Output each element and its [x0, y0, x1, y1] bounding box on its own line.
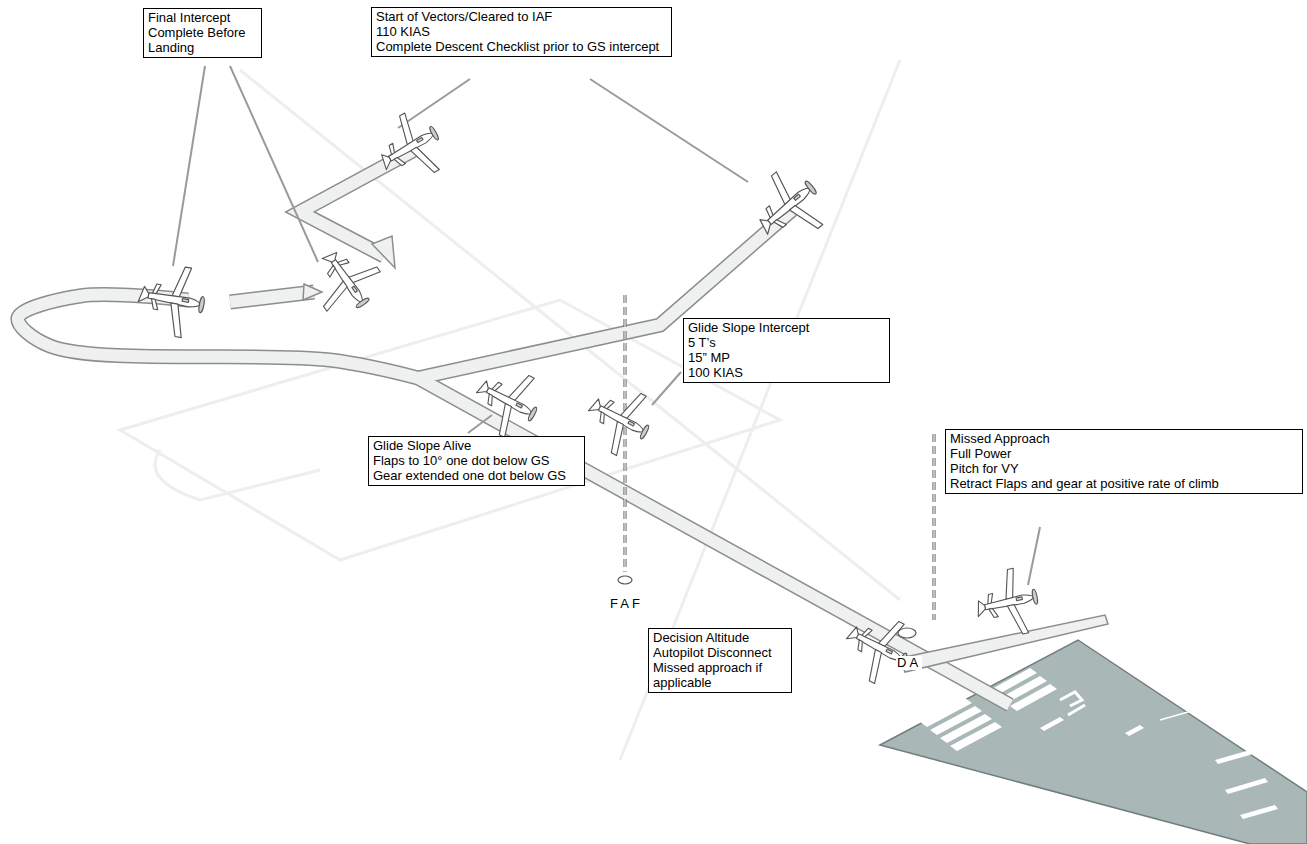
callout-text: Retract Flaps and gear at positive rate …	[950, 476, 1297, 491]
callout-text: Complete Descent Checklist prior to GS i…	[376, 39, 666, 54]
callout-text: Pitch for VY	[950, 461, 1297, 476]
callout-text: Missed approach if applicable	[653, 660, 786, 690]
path-edge	[230, 292, 314, 302]
leader-lines	[173, 66, 1040, 585]
callout-text: 15” MP	[688, 350, 884, 365]
path-edge	[418, 378, 1010, 705]
callout-box: Decision AltitudeAutopilot DisconnectMis…	[648, 628, 792, 693]
missed-approach-path	[900, 615, 1108, 672]
callout-box: Start of Vectors/Cleared to IAF110 KIASC…	[371, 7, 672, 57]
callout-text: 100 KIAS	[688, 365, 884, 380]
callout-text: Glide Slope Alive	[373, 438, 579, 453]
path-edge	[18, 295, 418, 378]
callout-box: Glide Slope AliveFlaps to 10° one dot be…	[368, 436, 585, 486]
airplane	[576, 376, 662, 463]
airplane	[301, 236, 391, 325]
callout-text: Flaps to 10° one dot below GS	[373, 453, 579, 468]
path-ribbon	[418, 378, 1010, 705]
watermark	[120, 60, 900, 760]
callout-text: Glide Slope Intercept	[688, 320, 884, 335]
arrowhead	[303, 284, 322, 300]
callout-text: Decision Altitude	[653, 630, 786, 645]
callout-box: Missed ApproachFull PowerPitch for VYRet…	[945, 429, 1303, 494]
airplane	[366, 104, 453, 192]
fix-label: DA	[896, 656, 922, 670]
callout-box: Glide Slope Intercept5 T’s15” MP100 KIAS	[683, 318, 890, 383]
airplane	[834, 604, 920, 691]
callout-text: Missed Approach	[950, 431, 1297, 446]
callout-text: 110 KIAS	[376, 24, 666, 39]
callout-text: Autopilot Disconnect	[653, 645, 786, 660]
centerline	[1160, 700, 1230, 720]
callout-text: Final Intercept	[148, 10, 256, 25]
callout-text: Start of Vectors/Cleared to IAF	[376, 9, 666, 24]
airplane	[464, 358, 550, 445]
callout-text: Complete Before Landing	[148, 25, 256, 55]
path-edge	[300, 148, 418, 256]
marker-beacons	[618, 295, 934, 638]
airplanes	[133, 104, 1044, 691]
flight-path	[18, 148, 1108, 705]
callout-text: Full Power	[950, 446, 1297, 461]
airplane	[133, 260, 209, 340]
path-ribbon	[300, 148, 418, 256]
airplane	[970, 565, 1044, 643]
runway-number	[1060, 692, 1085, 715]
callout-box: Final InterceptComplete Before Landing	[143, 8, 262, 58]
fix-label: FAF	[609, 597, 644, 611]
arrowhead	[372, 236, 395, 268]
callout-text: 5 T’s	[688, 335, 884, 350]
callout-text: Gear extended one dot below GS	[373, 468, 579, 483]
path-ribbon	[230, 292, 314, 302]
airplane	[740, 160, 835, 256]
path-ribbon	[18, 295, 418, 378]
